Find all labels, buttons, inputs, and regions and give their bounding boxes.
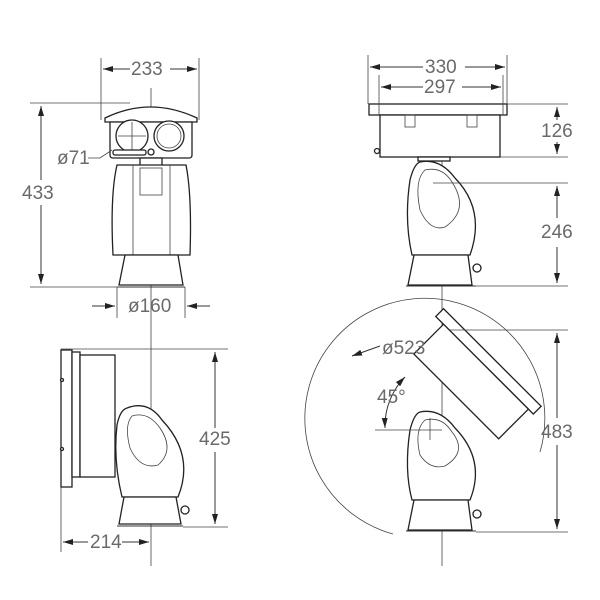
dim-pivot-height-246: 246 [541, 222, 573, 243]
dim-offset-214: 214 [90, 532, 122, 553]
tilted-view [304, 297, 568, 566]
dim-height-433: 433 [22, 183, 54, 204]
dim-swing-diameter: ø523 [382, 338, 426, 359]
dim-housing-inner-297: 297 [424, 77, 456, 98]
dim-window-diameter: ø71 [57, 148, 90, 169]
dim-housing-width-330: 330 [425, 57, 457, 78]
dim-tilt-angle: 45° [377, 387, 406, 408]
dim-height-483: 483 [541, 422, 573, 443]
side-view-bottom [59, 318, 228, 566]
side-view-top [367, 55, 568, 318]
dim-housing-height-126: 126 [541, 121, 573, 142]
front-view [30, 58, 210, 318]
dim-height-425: 425 [199, 429, 231, 450]
dim-width-233: 233 [131, 59, 163, 80]
dim-base-diameter: ø160 [128, 296, 172, 317]
